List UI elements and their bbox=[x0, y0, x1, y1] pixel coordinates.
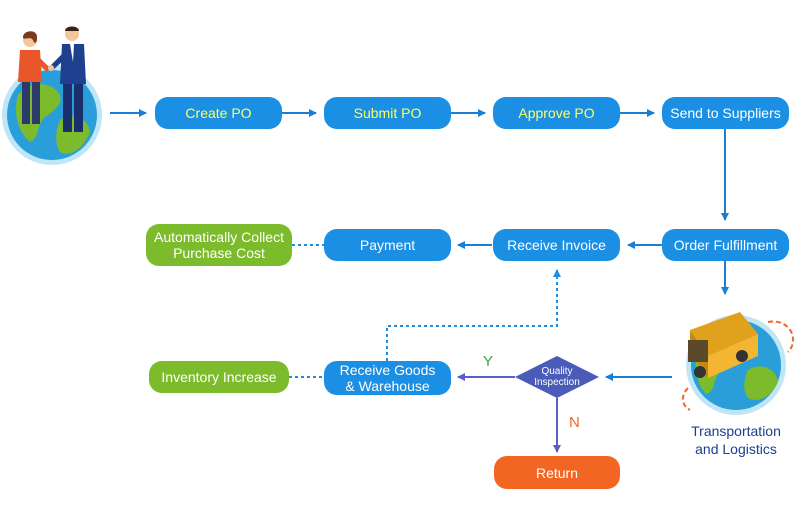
receive-goods-node: Receive Goods & Warehouse bbox=[324, 361, 451, 395]
create-po-node: Create PO bbox=[155, 97, 282, 129]
auto-collect-cost-node: Automatically Collect Purchase Cost bbox=[146, 224, 292, 266]
decision-arrows bbox=[457, 373, 561, 453]
auto-collect-line2: Purchase Cost bbox=[173, 245, 265, 261]
payment-node: Payment bbox=[324, 229, 451, 261]
no-label: N bbox=[569, 414, 580, 431]
quality-line1: Quality bbox=[541, 366, 573, 377]
receive-invoice-node: Receive Invoice bbox=[493, 229, 620, 261]
business-handshake-globe-icon bbox=[2, 26, 102, 165]
flow-arrows bbox=[110, 109, 729, 381]
return-node: Return bbox=[494, 456, 620, 489]
quality-inspection-label: Quality Inspection bbox=[520, 366, 594, 388]
quality-line2: Inspection bbox=[534, 377, 580, 388]
order-fulfillment-node: Order Fulfillment bbox=[662, 229, 789, 261]
transportation-logistics-caption: Transportation and Logistics bbox=[674, 422, 797, 458]
submit-po-node: Submit PO bbox=[324, 97, 451, 129]
transport-line2: and Logistics bbox=[695, 441, 777, 457]
delivery-truck-globe-icon bbox=[682, 312, 795, 415]
auto-collect-line1: Automatically Collect bbox=[154, 229, 284, 245]
yes-label: Y bbox=[483, 353, 494, 370]
send-to-suppliers-node: Send to Suppliers bbox=[662, 97, 789, 129]
inventory-increase-node: Inventory Increase bbox=[149, 361, 289, 393]
receive-goods-line1: Receive Goods bbox=[339, 362, 436, 378]
dotted-connectors bbox=[289, 244, 561, 378]
approve-po-node: Approve PO bbox=[493, 97, 620, 129]
transport-line1: Transportation bbox=[691, 423, 781, 439]
quality-inspection-diamond bbox=[515, 356, 599, 398]
receive-goods-line2: & Warehouse bbox=[345, 378, 430, 394]
